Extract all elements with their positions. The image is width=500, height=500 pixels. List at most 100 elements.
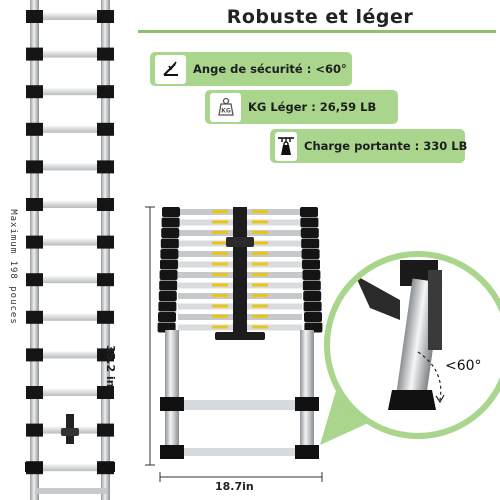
stacked-clamp-right (301, 249, 320, 259)
rung-warning-sticker (252, 304, 268, 308)
stacked-clamp-right (304, 312, 322, 322)
rung-warning-sticker (252, 252, 268, 255)
stacked-clamp-left (161, 228, 180, 238)
rung-clamp-left (26, 85, 43, 99)
stacked-clamp-left (158, 312, 176, 322)
stacked-clamp-right (303, 301, 322, 312)
rung-clamp-right (97, 348, 114, 362)
rung-warning-sticker (252, 315, 268, 318)
ladder-rung (37, 163, 103, 171)
rung-warning-sticker (212, 241, 228, 245)
collapsed-width-label: 18.7in (215, 480, 254, 493)
left-rail (30, 0, 39, 500)
rung-warning-sticker (212, 231, 228, 234)
ladder-rung (37, 276, 103, 284)
rung-clamp-left (26, 423, 43, 437)
feature-load: Charge portante : 330 LB (270, 129, 468, 163)
page-title: Robuste et léger (226, 6, 414, 28)
rung-clamp-right (97, 235, 114, 249)
ladder-rung (37, 238, 103, 246)
rung-warning-sticker (252, 283, 268, 287)
rung-clamp-left (26, 122, 43, 136)
rung-warning-sticker (252, 294, 268, 297)
rung-warning-sticker (212, 304, 228, 308)
rung-clamp-right (97, 10, 114, 23)
stacked-clamp-left (158, 301, 177, 312)
rung-clamp-left (26, 386, 43, 399)
rung-warning-sticker (252, 325, 268, 329)
extended-ladder (25, 0, 115, 500)
rung-warning-sticker (252, 241, 268, 245)
ladder-foot-left (25, 462, 43, 472)
rung-warning-sticker (212, 210, 228, 213)
collapsed-base-rung (175, 448, 303, 456)
stacked-clamp-right (303, 291, 322, 301)
rung-warning-sticker (212, 283, 228, 287)
stacked-clamp-left (159, 280, 178, 291)
rung-clamp-left (26, 10, 43, 23)
rung-clamp-right (97, 122, 114, 136)
ladder-rung (37, 125, 103, 133)
ladder-buckle (61, 428, 79, 436)
stacked-clamp-right (301, 238, 320, 249)
rung-warning-sticker (252, 210, 268, 213)
rung-warning-sticker (212, 325, 228, 329)
stacked-clamp-right (302, 270, 321, 280)
feature-label: KG Léger : 26,59 LB (248, 100, 377, 114)
ladder-rung (37, 88, 103, 96)
collapsed-height-label: 35.2 in (104, 345, 117, 388)
rung-clamp-right (97, 386, 114, 399)
ladder-rung (37, 13, 103, 20)
feature-label: Ange de sécurité : <60° (193, 62, 347, 76)
ladder-rung (37, 313, 103, 321)
rung-warning-sticker (212, 262, 228, 266)
detail-foot (388, 390, 436, 410)
collapsed-left-tube (165, 330, 179, 458)
rung-clamp-right (97, 160, 114, 174)
rung-warning-sticker (212, 252, 228, 255)
collapsed-right-tube (300, 330, 314, 458)
stacked-clamp-right (300, 207, 318, 217)
rung-clamp-left (26, 235, 43, 249)
rung-warning-sticker (212, 220, 228, 224)
stacked-clamp-left (160, 259, 178, 270)
rung-clamp-left (26, 47, 43, 61)
title-underline (138, 30, 496, 33)
rung-warning-sticker (212, 294, 228, 297)
collapsed-strap (233, 207, 247, 337)
svg-text:KG: KG (221, 108, 231, 115)
ladder-base-bar (35, 488, 107, 494)
rung-clamp-left (26, 348, 43, 362)
right-rail (101, 0, 110, 500)
stacked-clamp-left (162, 207, 180, 217)
collapsed-ladder (145, 206, 323, 482)
max-height-caption: Maximum 198 pouces (8, 209, 18, 325)
rung-warning-sticker (212, 315, 228, 318)
stacked-clamp-right (300, 217, 319, 228)
rung-warning-sticker (212, 273, 228, 276)
rung-warning-sticker (252, 220, 268, 224)
ladder-foot-right (97, 462, 115, 472)
rung-clamp-left (26, 198, 43, 211)
ladder-rung (37, 201, 103, 208)
ladder-rung (37, 50, 103, 58)
load-weight-icon (275, 131, 297, 161)
stacked-clamp-right (302, 280, 321, 291)
angle-detail-zoom (320, 251, 500, 445)
rung-clamp-right (97, 273, 114, 287)
rung-clamp-right (97, 47, 114, 61)
weight-kg-icon: KG (210, 92, 241, 122)
collapsed-bottom-rung (175, 400, 303, 410)
ladder-rung (37, 464, 103, 472)
rung-clamp-left (26, 310, 43, 324)
stacked-clamp-left (159, 270, 178, 280)
feature-label: Charge portante : 330 LB (304, 139, 468, 153)
angle-check-icon (155, 54, 186, 84)
rung-clamp-left (26, 273, 43, 287)
stacked-clamp-left (160, 249, 179, 259)
stacked-clamp-right (302, 259, 320, 270)
rung-clamp-right (97, 310, 114, 324)
rung-warning-sticker (252, 262, 268, 266)
ladder-rung (37, 389, 103, 396)
stacked-clamp-left (161, 217, 180, 228)
